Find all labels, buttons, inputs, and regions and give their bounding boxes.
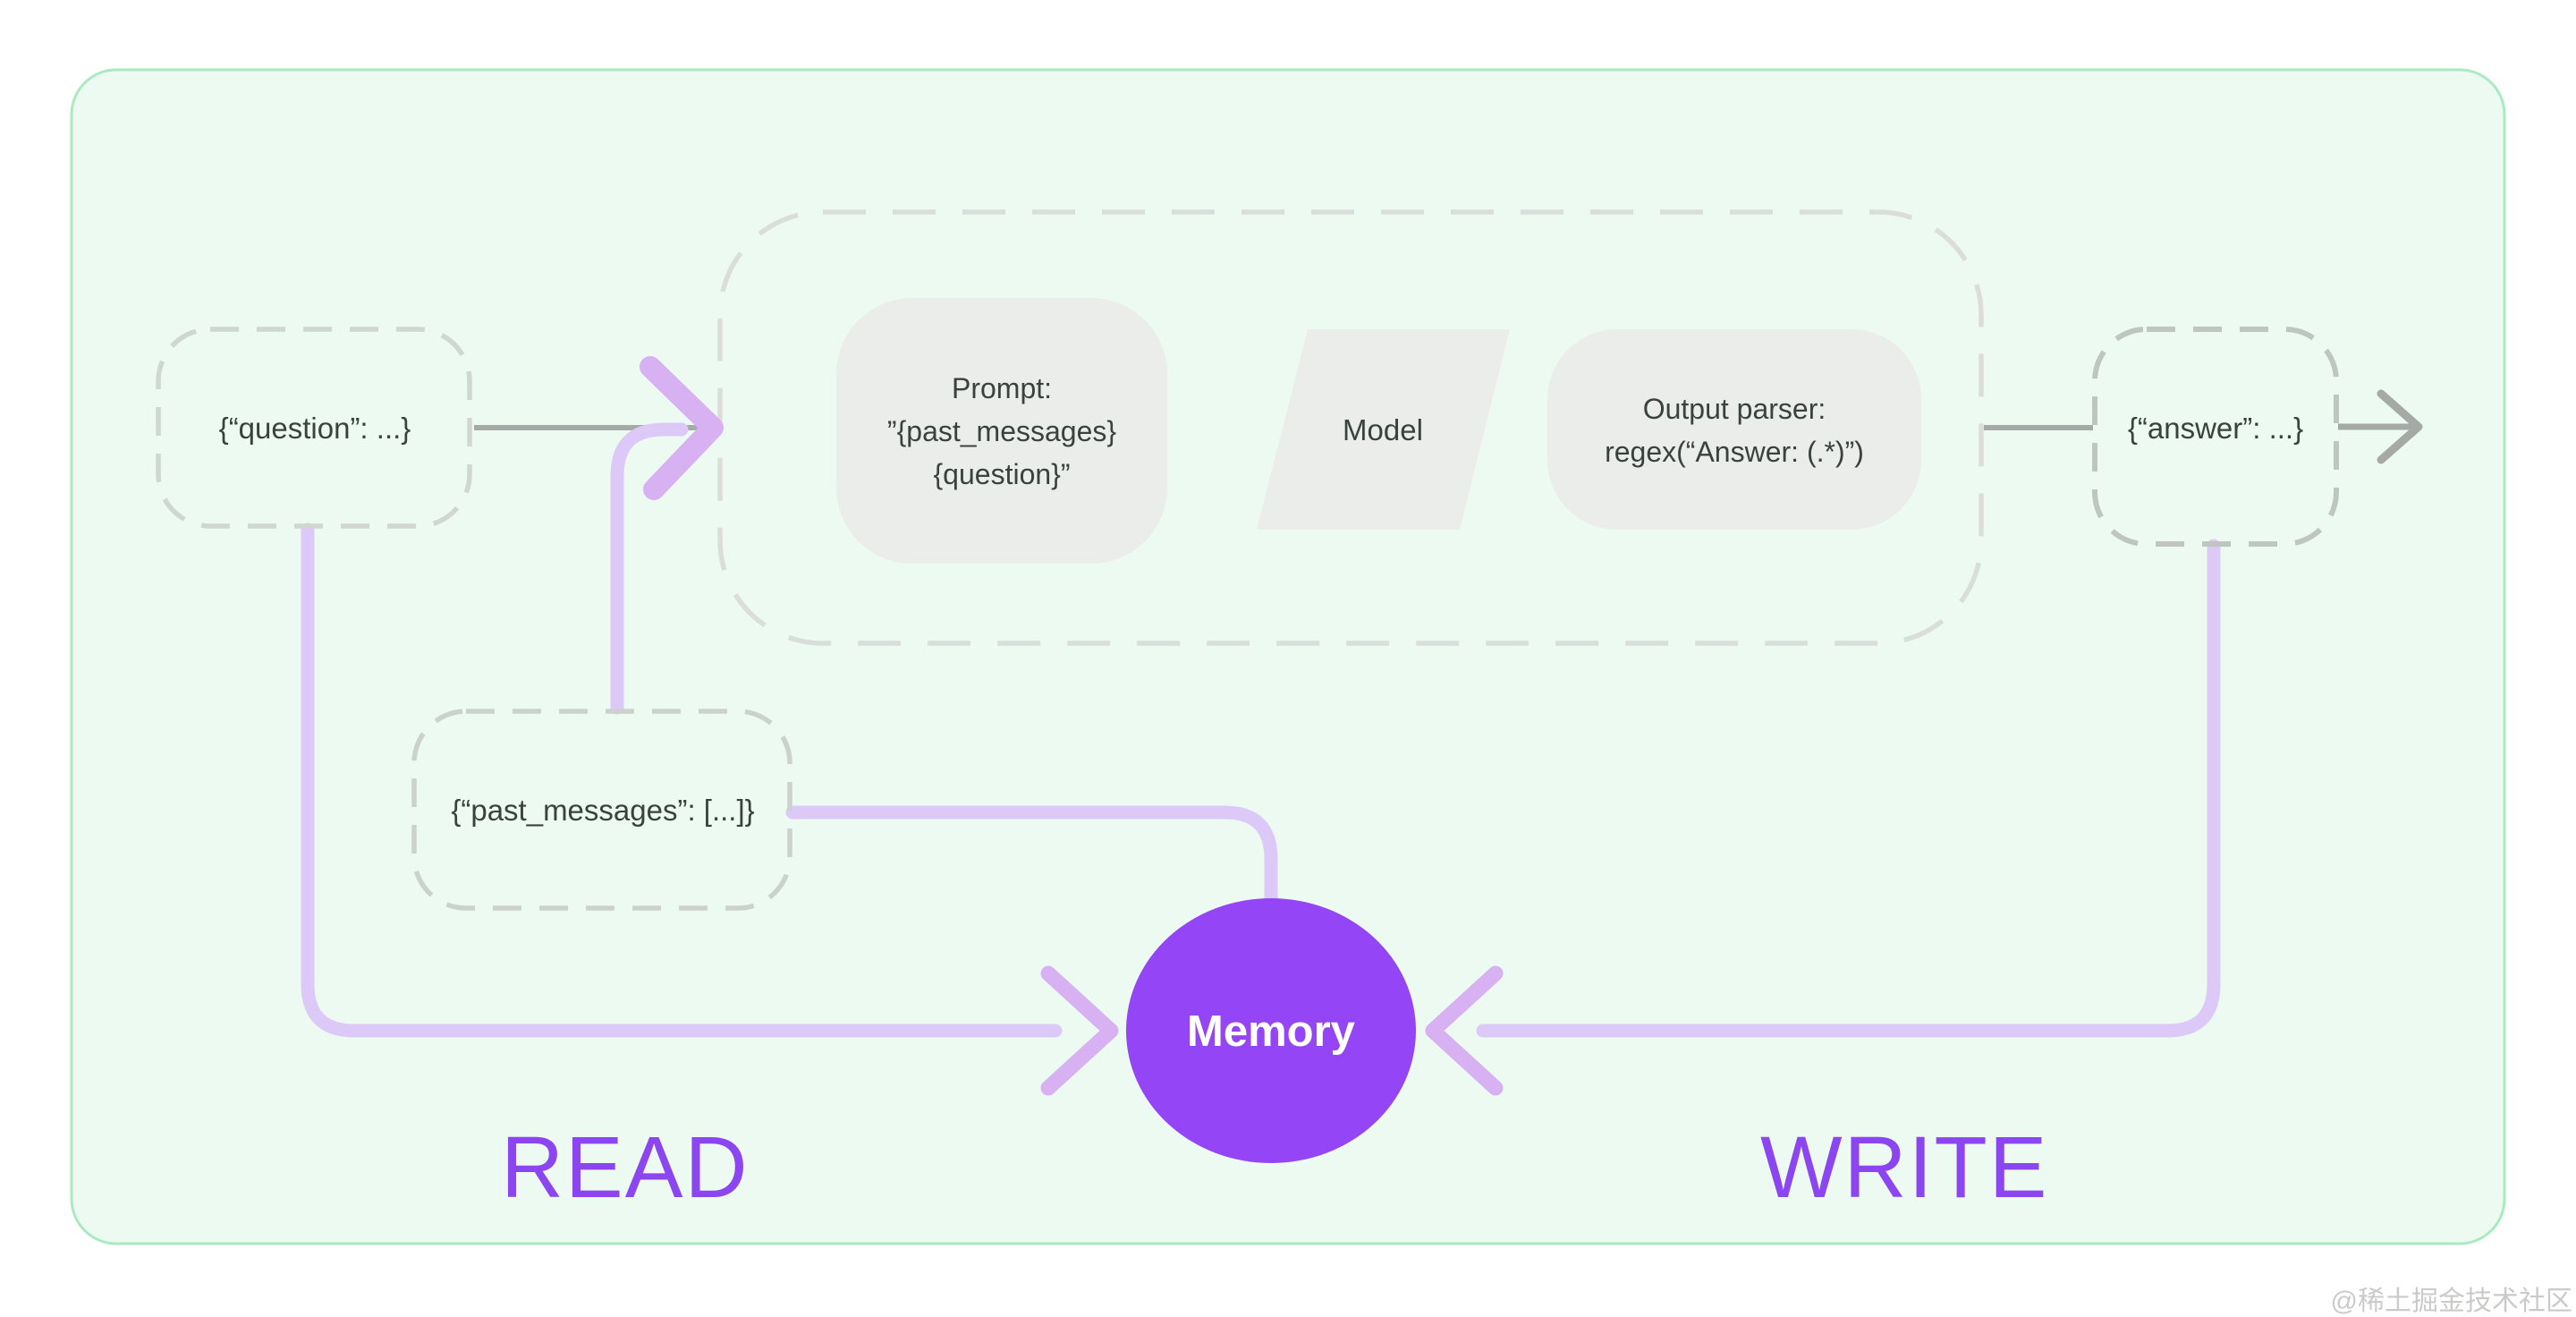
node-memory [1126, 898, 1416, 1163]
model-label: Model [1343, 413, 1423, 446]
write-label: WRITE [1760, 1118, 2049, 1216]
arrowhead-out-icon [2377, 389, 2423, 464]
node-prompt [836, 298, 1167, 564]
answer-label: {“answer”: ...} [2128, 412, 2303, 445]
arrowhead-write-into-memory-icon [1425, 965, 1504, 1096]
flow-read-question-to-memory [301, 523, 1063, 1038]
node-answer [2092, 327, 2339, 547]
node-model [1257, 329, 1510, 530]
prompt-label-line1: Prompt: [952, 372, 1052, 404]
flow-write-answer-to-memory [1476, 539, 2221, 1038]
output-parser-label-line1: Output parser: [1643, 393, 1826, 425]
node-output-parser [1547, 329, 1921, 530]
watermark: @稀土掘金技术社区 [2331, 1287, 2572, 1316]
flow-pastmessages-to-memory [785, 805, 1278, 915]
node-question [156, 327, 472, 529]
prompt-label-line3: {question}” [933, 458, 1070, 490]
prompt-label-line2: ”{past_messages} [887, 415, 1116, 447]
output-parser-label-line2: regex(“Answer: (.*)”) [1605, 436, 1864, 468]
flow-pastmessages-to-prompt [610, 422, 689, 715]
question-label: {“question”: ...} [219, 412, 411, 445]
arrowhead-read-into-memory-icon [1040, 965, 1119, 1096]
memory-label: Memory [1187, 1007, 1355, 1056]
read-label: READ [501, 1118, 750, 1216]
node-past-messages [411, 709, 792, 911]
past-messages-label: {“past_messages”: [...]} [451, 794, 754, 827]
arrowhead-into-chain-icon [640, 356, 724, 500]
